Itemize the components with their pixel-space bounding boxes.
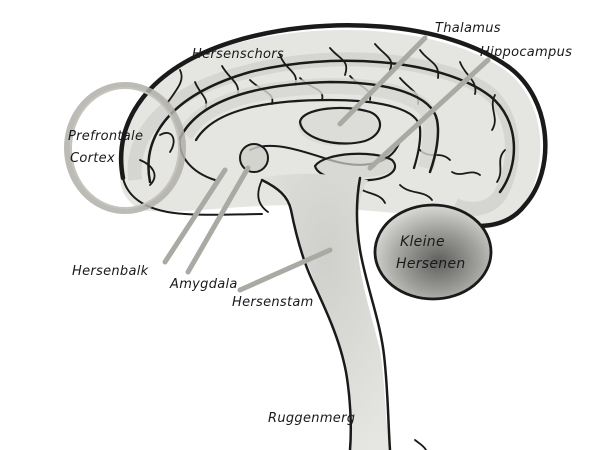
labels: Hersenschors Thalamus Hippocampus Prefro… xyxy=(68,21,572,426)
label-thalamus: Thalamus xyxy=(435,21,501,36)
prefrontal-cortex-circle xyxy=(64,82,186,214)
amygdala xyxy=(239,143,269,173)
brain-stem xyxy=(257,173,427,450)
label-hippocampus: Hippocampus xyxy=(480,45,572,60)
label-hersenstam: Hersenstam xyxy=(232,295,314,310)
pointer-amygdala xyxy=(185,165,251,275)
label-ruggenmerg: Ruggenmerg xyxy=(268,411,355,426)
pointer-lines xyxy=(162,35,491,293)
label-hersenschors: Hersenschors xyxy=(192,47,284,62)
label-kleine-line2: Hersenen xyxy=(396,256,466,272)
label-hersenbalk: Hersenbalk xyxy=(72,264,149,279)
thalamus xyxy=(298,106,381,146)
pointer-hersenstam xyxy=(237,247,333,293)
label-amygdala: Amygdala xyxy=(169,277,238,292)
pointer-hippocampus xyxy=(367,57,491,171)
label-prefrontale-line1: Prefrontale xyxy=(68,129,143,144)
pointer-thalamus xyxy=(337,35,428,127)
pointer-hersenbalk xyxy=(162,167,228,265)
cerebellum xyxy=(373,203,493,301)
label-prefrontale-line2: Cortex xyxy=(70,151,115,166)
label-kleine-line1: Kleine xyxy=(400,234,445,250)
